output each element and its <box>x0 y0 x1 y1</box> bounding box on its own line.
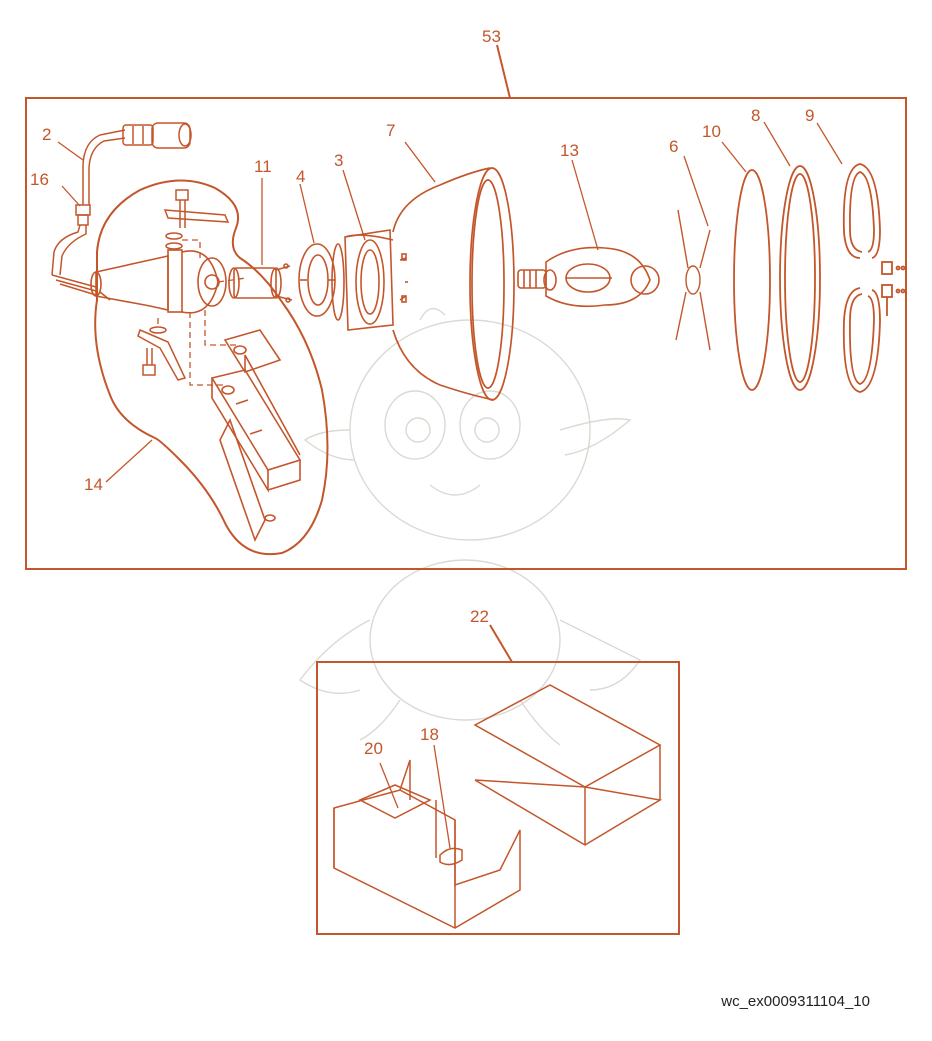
leader-line <box>404 141 436 183</box>
lens-gasket <box>779 165 821 391</box>
leader-line <box>683 155 709 227</box>
callout-2: 2 <box>42 125 51 144</box>
carton-box <box>333 684 663 929</box>
leader-line <box>721 141 747 173</box>
cord-fitting <box>51 204 97 296</box>
callout-6: 6 <box>669 137 678 156</box>
adapter-collar <box>331 229 408 331</box>
callout-16: 16 <box>30 170 49 189</box>
mounting-bracket <box>210 329 302 543</box>
callout-18: 18 <box>420 725 439 744</box>
callout-3: 3 <box>334 151 343 170</box>
kit-frame <box>316 624 680 935</box>
leader-line <box>299 183 315 244</box>
gasket-ring <box>298 243 336 317</box>
glass-lens <box>733 169 771 391</box>
leader-line <box>571 159 599 251</box>
callout-7: 7 <box>386 121 395 140</box>
callout-8: 8 <box>751 106 760 125</box>
spring-clip <box>675 209 711 351</box>
dashed-guides <box>157 239 247 386</box>
cable-plug <box>82 122 192 205</box>
socket-assembly-outline <box>94 179 329 556</box>
callout-9: 9 <box>805 106 814 125</box>
callout-13: 13 <box>560 141 579 160</box>
watermark-mascot <box>298 307 642 746</box>
callout-11: 11 <box>254 157 272 176</box>
leader-line <box>57 141 84 161</box>
assembly-number: 53 <box>482 27 501 46</box>
callout-14: 14 <box>84 475 103 494</box>
leader-line <box>379 762 399 809</box>
callout-20: 20 <box>364 739 383 758</box>
leader-line <box>433 744 451 849</box>
leader-line <box>342 169 366 241</box>
lamp-socket <box>90 249 227 314</box>
leader-line <box>763 121 791 167</box>
kit-number: 22 <box>470 607 489 626</box>
reflector-dome <box>392 167 515 401</box>
lamp-bulb <box>517 246 660 308</box>
retaining-ring <box>842 163 906 393</box>
figure-code: wc_ex0009311104_10 <box>721 993 870 1010</box>
leader-line <box>105 439 153 483</box>
leader-line <box>816 122 843 165</box>
lamp-holder <box>228 263 293 303</box>
mounting-bolts <box>137 189 230 381</box>
callout-4: 4 <box>296 167 305 186</box>
leader-line <box>61 185 81 207</box>
assembly-frame <box>25 44 907 570</box>
callout-10: 10 <box>702 122 721 141</box>
